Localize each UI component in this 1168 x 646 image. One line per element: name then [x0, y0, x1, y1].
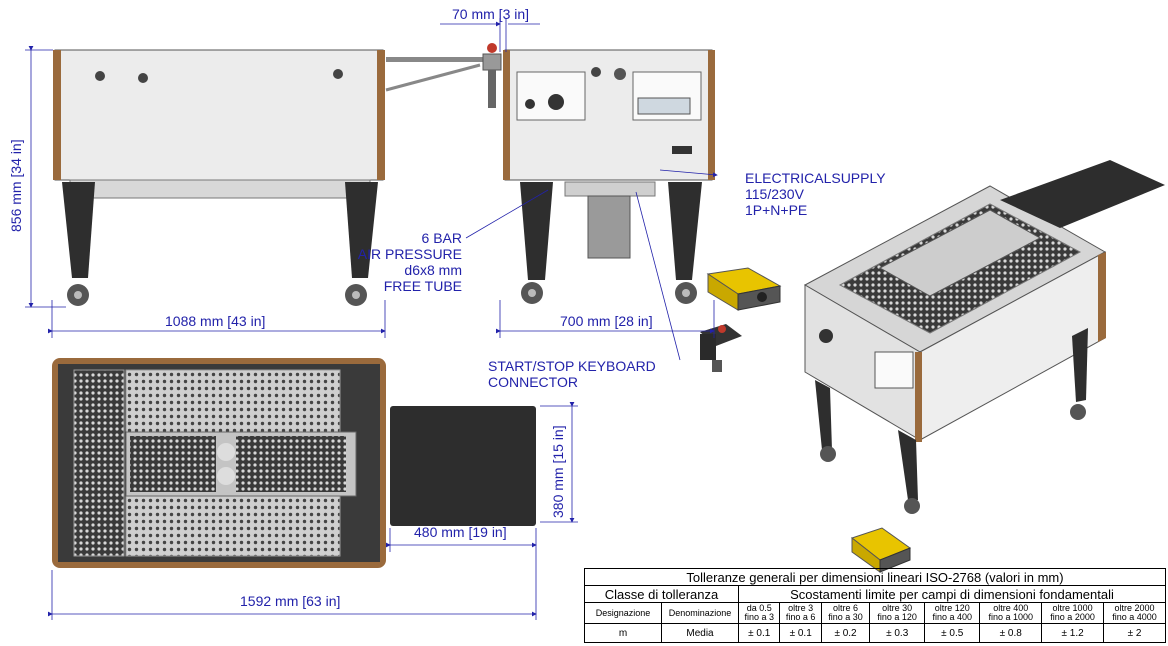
front-view	[53, 43, 502, 306]
air-line: d6x8 mm	[404, 262, 462, 278]
keyboard-connector-note: START/STOP KEYBOARD CONNECTOR	[488, 358, 656, 390]
electrical-line: 1P+N+PE	[745, 202, 808, 218]
tolerance-value: ± 2	[1103, 623, 1166, 643]
col-designazione: Designazione	[584, 602, 662, 624]
col-denominazione: Denominazione	[661, 602, 739, 624]
deviation-header: Scostamenti limite per campi di dimensio…	[738, 585, 1166, 603]
electrical-line: ELECTRICALSUPPLY	[745, 170, 886, 186]
electrical-supply-note: ELECTRICALSUPPLY 115/230V 1P+N+PE	[745, 170, 886, 218]
dim-front-width: 1088 mm [43 in]	[165, 313, 266, 329]
foot-pedal-small	[850, 527, 912, 573]
tolerance-value: ± 0.5	[924, 623, 981, 643]
air-pressure-note: 6 BAR AIR PRESSURE d6x8 mm FREE TUBE	[340, 230, 462, 294]
dim-tray-height: 380 mm [15 in]	[550, 425, 566, 518]
dim-tray-width: 480 mm [19 in]	[414, 524, 507, 540]
class-header: Classe di tolleranza	[584, 585, 739, 603]
dim-top-gap: 70 mm [3 in]	[452, 6, 530, 22]
row-denomination: Media	[661, 623, 739, 643]
electrical-line: 115/230V	[745, 186, 804, 202]
tolerance-title: Tolleranze generali per dimensioni linea…	[584, 568, 1166, 586]
side-view	[465, 49, 718, 361]
keyboard-line: START/STOP KEYBOARD	[488, 358, 656, 374]
air-line: 6 BAR	[421, 230, 462, 246]
dim-height: 856 mm [34 in]	[8, 139, 24, 232]
tolerance-table: Tolleranze generali per dimensioni linea…	[584, 568, 1166, 643]
tolerance-value: ± 0.1	[779, 623, 822, 643]
tolerance-value: ± 1.2	[1041, 623, 1104, 643]
row-designation: m	[584, 623, 662, 643]
tolerance-value: ± 0.3	[869, 623, 926, 643]
air-line: AIR PRESSURE	[357, 246, 462, 262]
keyboard-line: CONNECTOR	[488, 374, 578, 390]
foot-pedal	[706, 267, 782, 311]
isometric-view	[803, 160, 1165, 514]
tolerance-value: ± 0.1	[737, 623, 781, 643]
air-line: FREE TUBE	[383, 278, 462, 294]
tolerance-value: ± 0.2	[820, 623, 871, 643]
tolerance-value: ± 0.8	[979, 623, 1043, 643]
dimension-lines	[25, 18, 715, 620]
top-view	[52, 358, 536, 568]
dim-total-width: 1592 mm [63 in]	[240, 593, 341, 609]
dim-side-width: 700 mm [28 in]	[560, 313, 653, 329]
